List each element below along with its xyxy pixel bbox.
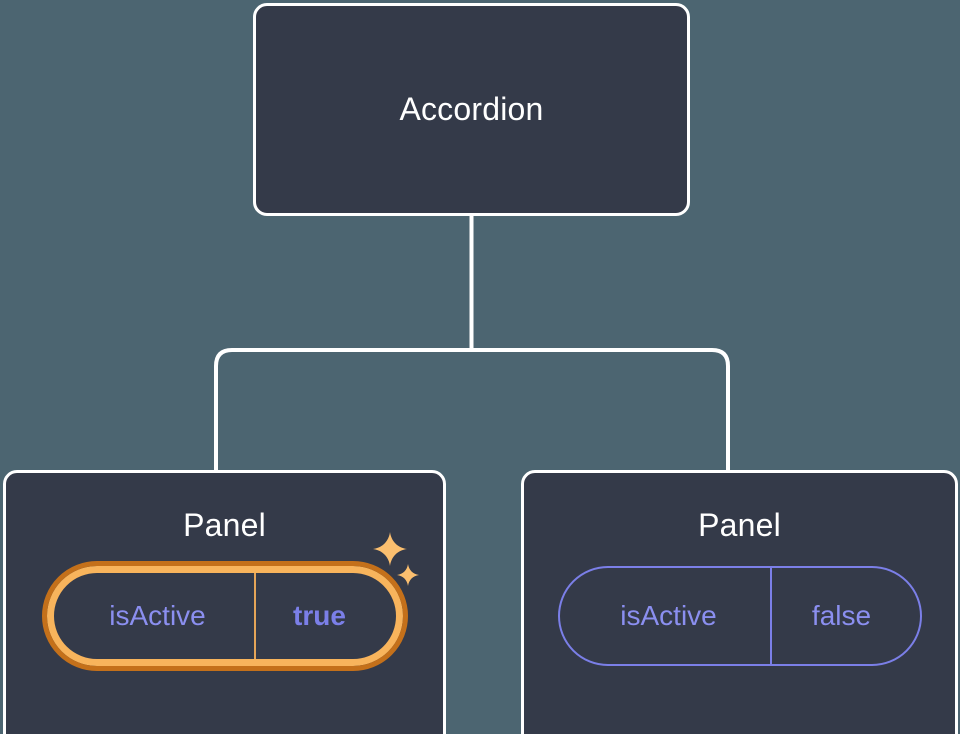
prop-pill-wrap-right: isActive false bbox=[524, 566, 955, 666]
connector-to-left-panel bbox=[214, 348, 472, 472]
node-panel-right[interactable]: Panel isActive false bbox=[521, 470, 958, 734]
prop-pill-isactive-true[interactable]: isActive true bbox=[41, 561, 408, 671]
prop-pill-wrap-left: isActive true bbox=[6, 532, 443, 671]
node-accordion-title: Accordion bbox=[399, 91, 544, 127]
sparkle-icon-small bbox=[397, 564, 419, 586]
node-panel-right-title: Panel bbox=[698, 507, 781, 543]
node-panel-left-title: Panel bbox=[183, 507, 266, 543]
prop-value-label: false bbox=[769, 568, 920, 664]
prop-pill-isactive-false[interactable]: isActive false bbox=[557, 566, 922, 666]
prop-key-label: isActive bbox=[620, 600, 717, 631]
connector-to-right-panel bbox=[471, 348, 730, 472]
prop-key-label: isActive bbox=[109, 600, 206, 631]
node-panel-left[interactable]: Panel isActive true bbox=[3, 470, 446, 734]
prop-value-label: true bbox=[253, 573, 396, 659]
node-accordion[interactable]: Accordion bbox=[253, 3, 690, 216]
